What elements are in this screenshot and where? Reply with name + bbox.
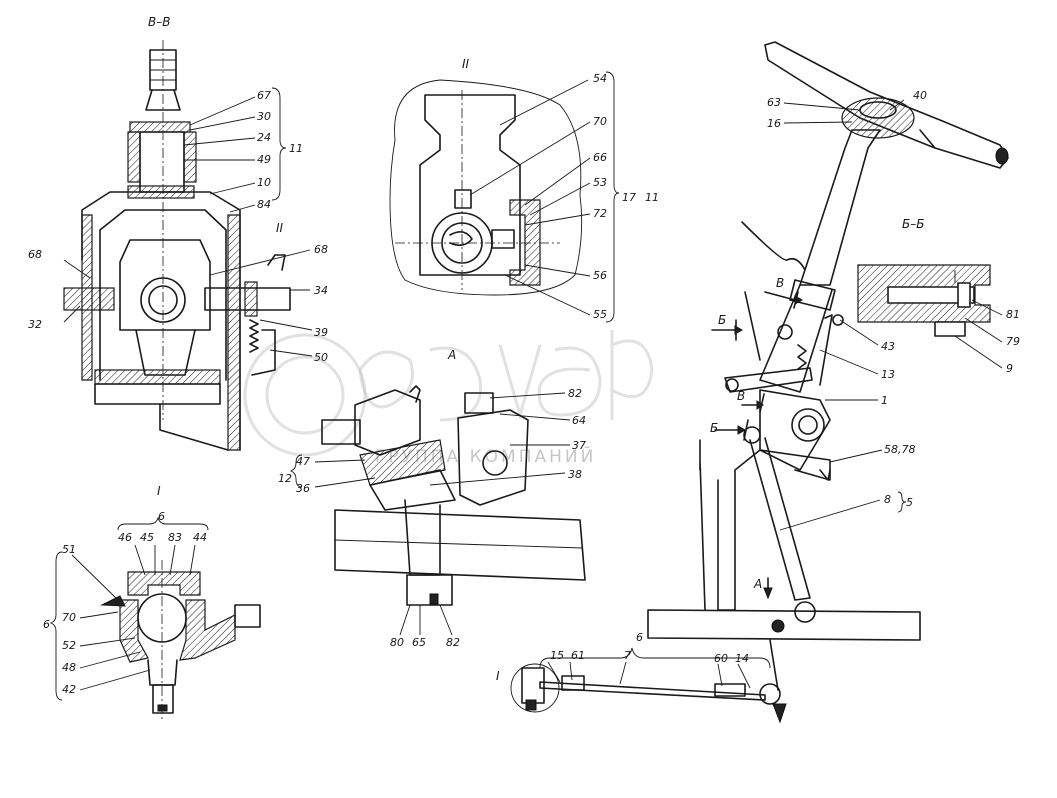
- detail-ii-title: II: [462, 57, 470, 71]
- label-11: 11: [289, 142, 303, 155]
- label-32: 32: [28, 318, 42, 331]
- marker-a-arrow: А: [753, 577, 762, 591]
- label-17: 17: [622, 191, 636, 204]
- label-68-right: 68: [314, 243, 328, 256]
- label-42: 42: [62, 683, 76, 696]
- label-70: 70: [593, 115, 607, 128]
- label-64: 64: [572, 414, 586, 427]
- label-11-ii: 11: [645, 191, 659, 204]
- label-50: 50: [314, 351, 328, 364]
- label-43: 43: [881, 340, 895, 353]
- label-36: 36: [296, 482, 310, 495]
- label-24: 24: [257, 131, 271, 144]
- section-bb2-title: Б–Б: [902, 217, 924, 231]
- label-54: 54: [593, 72, 607, 85]
- label-6-left: 6: [43, 618, 50, 631]
- label-82-bottom: 82: [446, 636, 460, 649]
- label-34: 34: [314, 284, 328, 297]
- label-47: 47: [296, 455, 310, 468]
- label-6-top: 6: [158, 510, 165, 523]
- label-67: 67: [257, 89, 271, 102]
- label-55: 55: [593, 308, 607, 321]
- label-39: 39: [314, 326, 328, 339]
- label-30: 30: [257, 110, 271, 123]
- label-53: 53: [593, 176, 607, 189]
- leaders-main: [539, 99, 907, 689]
- label-65: 65: [412, 636, 426, 649]
- label-10: 10: [257, 176, 271, 189]
- detail-i-title: I: [157, 484, 161, 498]
- label-81: 81: [1006, 308, 1020, 321]
- label-38: 38: [568, 468, 582, 481]
- label-82-top: 82: [568, 387, 582, 400]
- label-6-link: 6: [636, 631, 643, 644]
- detail-i-reference: I: [496, 669, 500, 683]
- label-45: 45: [140, 531, 154, 544]
- label-14: 14: [735, 652, 749, 665]
- label-44: 44: [193, 531, 207, 544]
- label-49: 49: [257, 153, 271, 166]
- label-79: 79: [1006, 335, 1020, 348]
- label-12: 12: [278, 472, 292, 485]
- label-63: 63: [767, 96, 781, 109]
- label-48: 48: [62, 661, 76, 674]
- label-40: 40: [913, 89, 927, 102]
- marker-bb-left: Б: [718, 313, 726, 327]
- leaders-i: [49, 516, 209, 701]
- label-52: 52: [62, 639, 76, 652]
- label-15: 15: [550, 649, 564, 662]
- label-60: 60: [714, 652, 728, 665]
- label-46: 46: [118, 531, 132, 544]
- label-70-i: 70: [62, 611, 76, 624]
- label-61: 61: [571, 649, 585, 662]
- detail-i-view: I 6 46 45 83 44 51 70 6 52: [43, 484, 261, 720]
- label-56: 56: [593, 269, 607, 282]
- marker-bb-lower: Б: [710, 421, 718, 435]
- section-bb-view: В–В: [28, 15, 328, 451]
- label-51: 51: [62, 543, 76, 556]
- leaders-a: [289, 392, 571, 636]
- label-68-left: 68: [28, 248, 42, 261]
- label-7: 7: [624, 649, 631, 662]
- label-8: 8: [884, 493, 891, 506]
- label-9: 9: [1006, 362, 1013, 375]
- leaders-bb2: [954, 299, 1003, 369]
- label-80: 80: [390, 636, 404, 649]
- section-bb2-view: Б–Б 81 79 9: [857, 217, 1020, 375]
- detail-ii-view: II 54 70 66 53 17 11 72 56 55: [389, 57, 659, 323]
- view-a-title: А: [447, 348, 456, 362]
- label-66: 66: [593, 151, 607, 164]
- leaders-ii: [469, 71, 620, 323]
- marker-b-upper: В: [776, 276, 784, 290]
- leaders-bb: [63, 87, 313, 357]
- detail-ii-reference: II: [276, 221, 284, 235]
- label-58-78: 58,78: [884, 443, 916, 456]
- label-83: 83: [168, 531, 182, 544]
- label-13: 13: [881, 368, 895, 381]
- label-16: 16: [767, 117, 781, 130]
- marker-b-lower: В: [737, 389, 745, 403]
- view-a: А 82 64 37 38 47 12 36: [278, 348, 586, 649]
- steering-assembly: 63 40 16 43 13 1 58,78 8 5 6 15 61 7 60 …: [496, 41, 1009, 724]
- label-5: 5: [906, 496, 913, 509]
- label-84: 84: [257, 198, 271, 211]
- section-bb-title: В–В: [148, 15, 170, 29]
- label-1: 1: [881, 394, 888, 407]
- label-37: 37: [572, 439, 586, 452]
- label-72: 72: [593, 207, 607, 220]
